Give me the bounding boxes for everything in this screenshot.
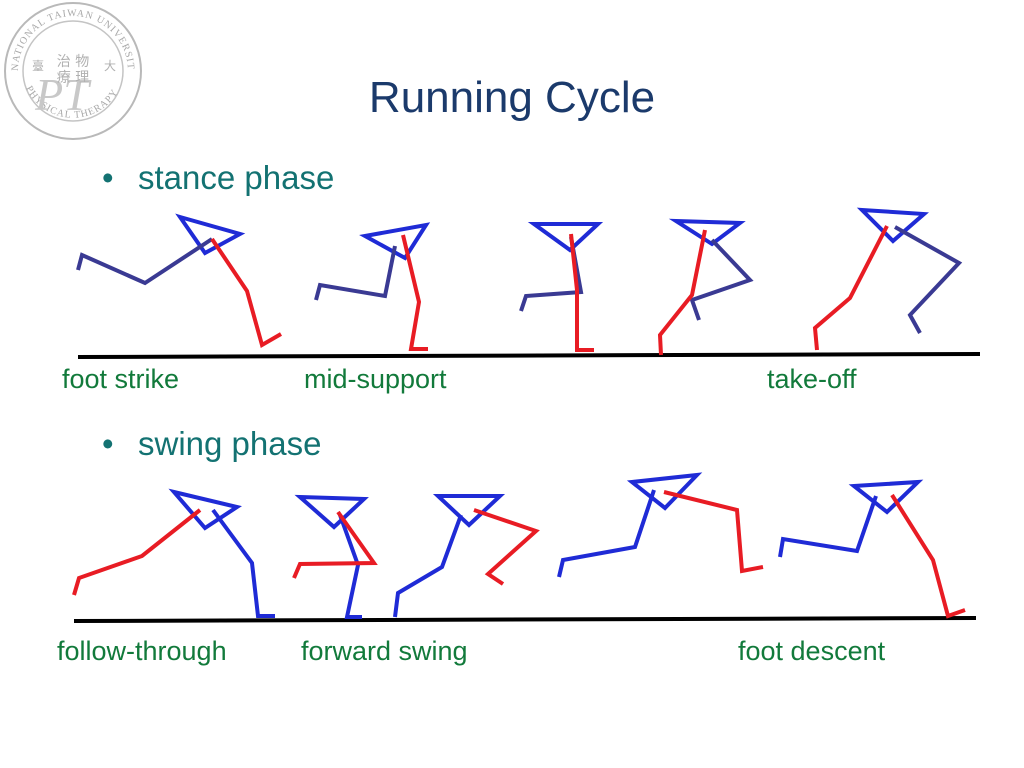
label-foot-descent: foot descent [738, 636, 886, 666]
bullet-marker: • [102, 425, 114, 462]
near-leg [569, 233, 594, 352]
svg-text:治 物: 治 物 [57, 54, 89, 70]
head-triangle [626, 472, 703, 511]
far-leg [314, 245, 397, 301]
head-triangle [294, 494, 369, 530]
near-leg [72, 508, 202, 596]
label-mid-support: mid-support [304, 364, 447, 394]
label-forward-swing: forward swing [301, 636, 468, 666]
svg-text:療 理: 療 理 [57, 69, 89, 86]
svg-text:臺: 臺 [32, 58, 44, 73]
far-leg [211, 508, 275, 618]
bullet-marker: • [102, 159, 114, 196]
head-triangle [175, 213, 246, 256]
bullet-text: swing phase [138, 425, 322, 462]
university-seal-logo: NATIONAL TAIWAN UNIVERSITY PHYSICAL THER… [2, 0, 142, 140]
near-leg [292, 510, 378, 579]
bullet-swing-phase: • swing phase [102, 424, 321, 464]
stance-figure-3 [519, 222, 604, 352]
far-leg [778, 495, 878, 558]
head-triangle [527, 222, 604, 253]
swing-figure-2 [292, 494, 378, 619]
near-leg [210, 237, 283, 349]
near-leg [401, 234, 428, 351]
swing-figure-4 [557, 472, 764, 578]
swing-ground-line [73, 616, 977, 623]
far-leg [689, 238, 754, 321]
far-leg [894, 225, 963, 334]
near-leg [473, 508, 540, 586]
swing-figure-3 [393, 494, 540, 618]
head-triangle [848, 479, 924, 515]
bullet-text: stance phase [138, 159, 335, 196]
head-triangle [856, 207, 929, 244]
stance-ground-line [77, 352, 981, 359]
label-take-off: take-off [767, 364, 857, 394]
svg-text:大: 大 [104, 59, 116, 73]
near-leg [812, 225, 889, 351]
head-triangle [432, 494, 506, 528]
label-foot-strike: foot strike [62, 364, 180, 394]
far-leg [557, 489, 656, 578]
swing-figure-1 [72, 488, 275, 618]
label-follow-through: follow-through [57, 636, 227, 666]
head-triangle [668, 218, 746, 247]
stance-figure-2 [314, 222, 431, 351]
svg-text:PT: PT [34, 69, 92, 120]
stance-figure-4 [657, 218, 754, 356]
near-leg [663, 490, 764, 574]
slide-title: Running Cycle [368, 73, 656, 122]
bullet-stance-phase: • stance phase [102, 158, 334, 198]
stance-figure-5 [812, 207, 963, 351]
swing-figure-5 [778, 479, 966, 619]
stance-figure-1 [76, 213, 283, 349]
far-leg [338, 514, 362, 619]
far-leg [393, 514, 463, 618]
near-leg [890, 493, 966, 619]
far-leg [76, 237, 214, 286]
near-leg [657, 229, 707, 356]
head-triangle [359, 222, 431, 261]
